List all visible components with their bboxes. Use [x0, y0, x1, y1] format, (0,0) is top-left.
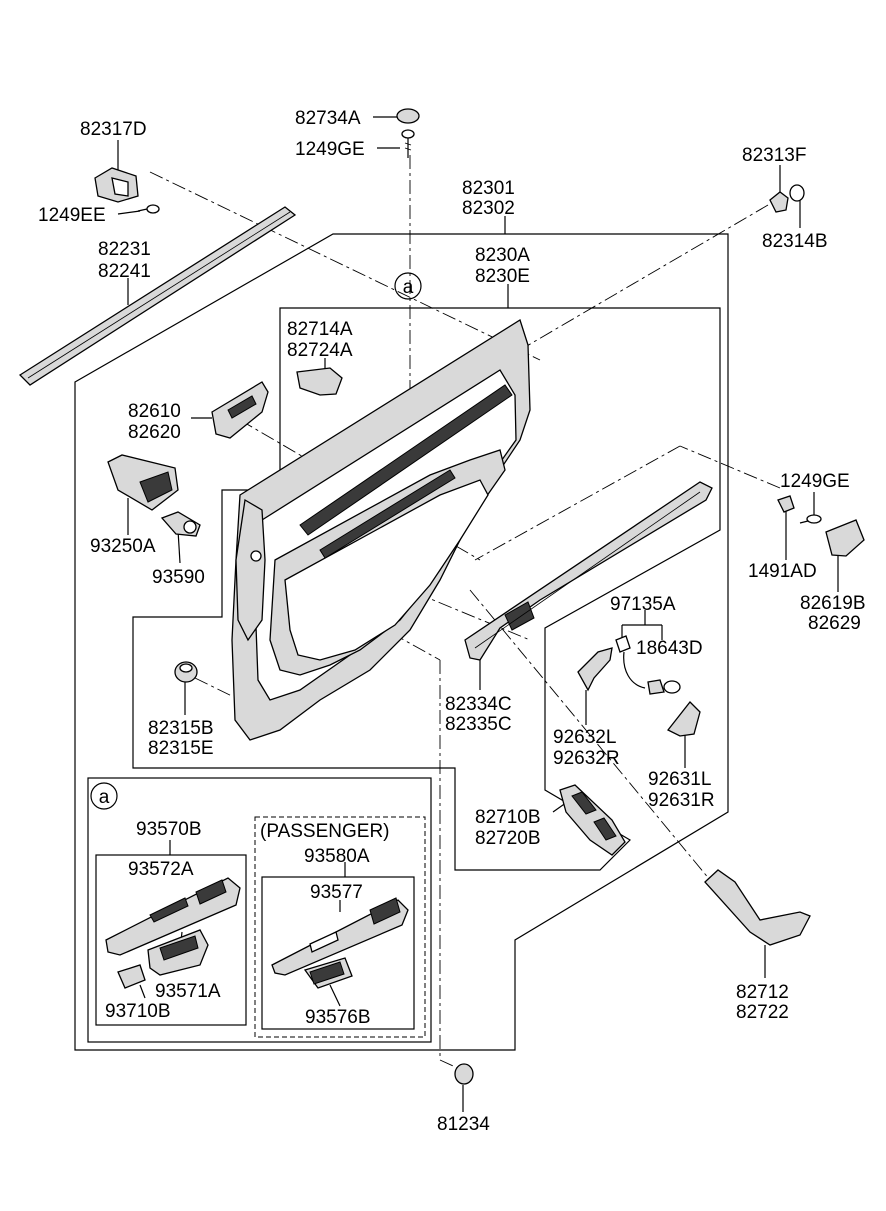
screw-1249GE-right-part: [799, 514, 822, 524]
label-82241: 82241: [98, 261, 151, 282]
label-82620: 82620: [128, 422, 181, 443]
label-82712: 82712: [736, 982, 789, 1003]
label-82302: 82302: [462, 198, 515, 219]
label-8230E: 8230E: [475, 266, 530, 287]
label-82334C: 82334C: [445, 694, 512, 715]
pull-handle-82712-part: [704, 869, 811, 946]
label-82724A: 82724A: [287, 340, 353, 361]
label-82629: 82629: [808, 613, 861, 634]
label-82315E: 82315E: [148, 738, 214, 759]
label-82720B: 82720B: [475, 828, 541, 849]
part-number-labels: 82734A 1249GE 82317D 1249EE 82231 82241 …: [38, 108, 866, 1135]
handle-bracket-82710B-part: [559, 784, 626, 856]
passenger-switch-box: [261, 876, 415, 1030]
assembly-boundary-82301: [74, 233, 729, 1051]
label-1491AD: 1491AD: [748, 561, 817, 582]
screw-1249EE-part: [137, 204, 160, 214]
lamp-harness-97135A-part: [615, 635, 681, 695]
callout-a-letter: a: [403, 277, 414, 298]
pull-cup-82619B-part: [825, 519, 865, 557]
mirror-switch-93250A-part: [107, 454, 179, 511]
clip-82313F-part: [769, 191, 789, 213]
label-82610: 82610: [128, 401, 181, 422]
label-93250A: 93250A: [90, 536, 156, 557]
label-82722: 82722: [736, 1002, 789, 1023]
driver-switch-box: [95, 854, 247, 1026]
label-82734A: 82734A: [295, 108, 361, 129]
callout-a-marker: [394, 272, 422, 300]
switch-93590-part: [160, 511, 201, 537]
ring-82314B-part: [789, 184, 805, 202]
label-8230A: 8230A: [475, 245, 530, 266]
label-82317D: 82317D: [80, 119, 147, 140]
bracket-82317D-part: [94, 167, 139, 203]
label-passenger: (PASSENGER): [260, 821, 390, 842]
label-82231: 82231: [98, 239, 151, 260]
label-93580A: 93580A: [304, 846, 370, 867]
label-81234: 81234: [437, 1114, 490, 1135]
screw-1249GE-top-part: [401, 129, 415, 158]
cap-82734A-part: [396, 108, 420, 124]
cap-81234-part: [454, 1063, 474, 1085]
clip-1491AD-part: [777, 495, 795, 513]
passenger-dashed-box: [254, 816, 426, 1038]
grommet-82315B-part: [174, 661, 198, 683]
door-trim-panel-part: [231, 319, 531, 741]
handle-cover-82714A-part: [296, 367, 343, 396]
driver-switch-parts: [105, 877, 241, 989]
label-82313F: 82313F: [742, 145, 806, 166]
label-93572A: 93572A: [128, 859, 194, 880]
label-82335C: 82335C: [445, 714, 512, 735]
label-97135A: 97135A: [610, 594, 676, 615]
label-93570B: 93570B: [136, 819, 202, 840]
label-92632R: 92632R: [553, 748, 620, 769]
label-92632L: 92632L: [553, 727, 616, 748]
weatherstrip-82231-part: [18, 206, 297, 386]
label-82301: 82301: [462, 178, 515, 199]
armrest-trim-82334C-part: [464, 481, 713, 661]
label-82710B: 82710B: [475, 807, 541, 828]
label-1249GE-right: 1249GE: [780, 471, 850, 492]
detail-a-marker: [90, 782, 118, 810]
assembly-boundary-8230A: [132, 307, 721, 871]
label-93576B: 93576B: [305, 1007, 371, 1028]
label-1249EE: 1249EE: [38, 205, 106, 226]
label-92631R: 92631R: [648, 790, 715, 811]
detail-a-box: [87, 777, 432, 1043]
label-93571A: 93571A: [155, 981, 221, 1002]
label-93710B: 93710B: [105, 1001, 171, 1022]
label-82315B: 82315B: [148, 718, 214, 739]
label-93577: 93577: [310, 882, 363, 903]
detail-a-letter: a: [99, 787, 110, 808]
label-82619B: 82619B: [800, 593, 866, 614]
label-18643D: 18643D: [636, 638, 703, 659]
label-82714A: 82714A: [287, 319, 353, 340]
lamp-housing-92632L-part: [577, 647, 613, 692]
inside-handle-82610-part: [211, 381, 269, 439]
lamp-lens-92631L-part: [666, 701, 701, 737]
label-82314B: 82314B: [762, 231, 828, 252]
label-93590: 93590: [152, 567, 205, 588]
label-92631L: 92631L: [648, 769, 711, 790]
label-1249GE-top: 1249GE: [295, 139, 365, 160]
passenger-switch-parts: [271, 897, 409, 989]
